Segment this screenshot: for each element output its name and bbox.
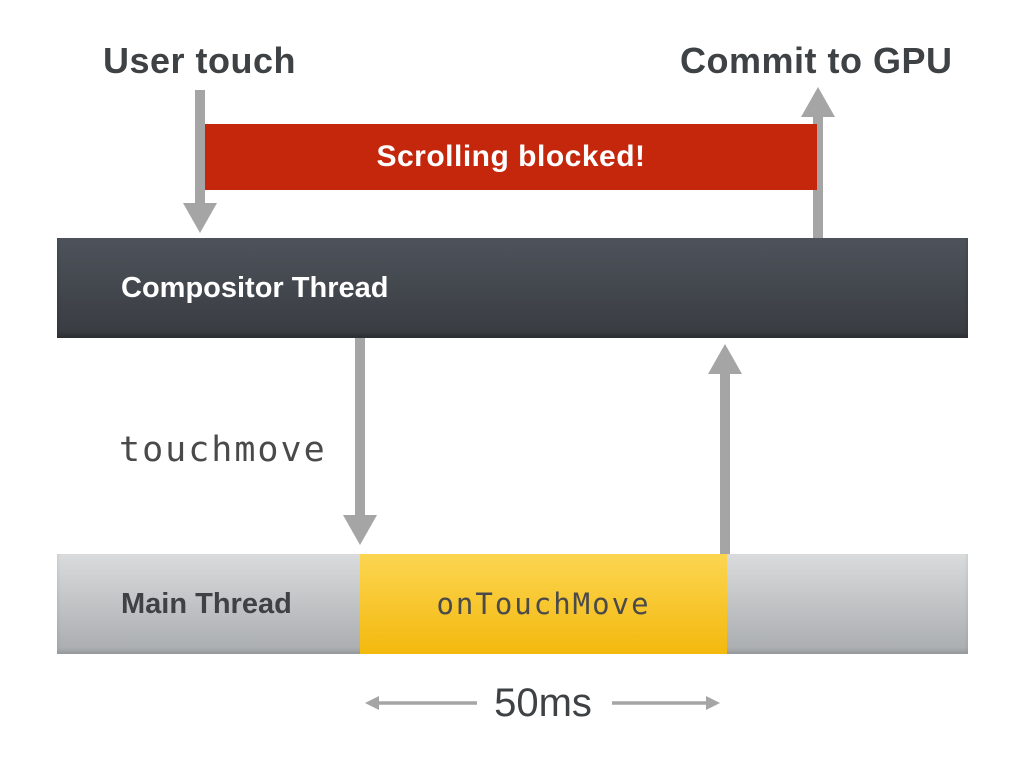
commit-gpu-up-arrow-icon [801,87,835,238]
scrolling-blocked-text: Scrolling blocked! [376,140,646,173]
duration-left-arrow-icon [365,696,477,710]
main-thread-bar: onTouchMove Main Thread [57,554,968,654]
ontouchmove-block: onTouchMove [360,554,727,654]
scrolling-blocked-banner: Scrolling blocked! [205,124,817,190]
duration-right-arrow-icon [612,696,720,710]
compositor-thread-label: Compositor Thread [121,271,389,304]
touchmove-event-label: touchmove [119,430,327,470]
user-touch-down-arrow-icon [183,90,217,233]
compositor-thread-bar: Compositor Thread [57,238,968,338]
main-thread-label: Main Thread [121,587,292,620]
ontouchmove-label: onTouchMove [436,587,651,621]
main-to-compositor-up-arrow-icon [708,344,742,554]
commit-gpu-label: Commit to GPU [680,40,953,81]
duration-label: 50ms [494,681,592,725]
touchmove-down-arrow-icon [343,338,377,545]
user-touch-label: User touch [103,40,297,81]
